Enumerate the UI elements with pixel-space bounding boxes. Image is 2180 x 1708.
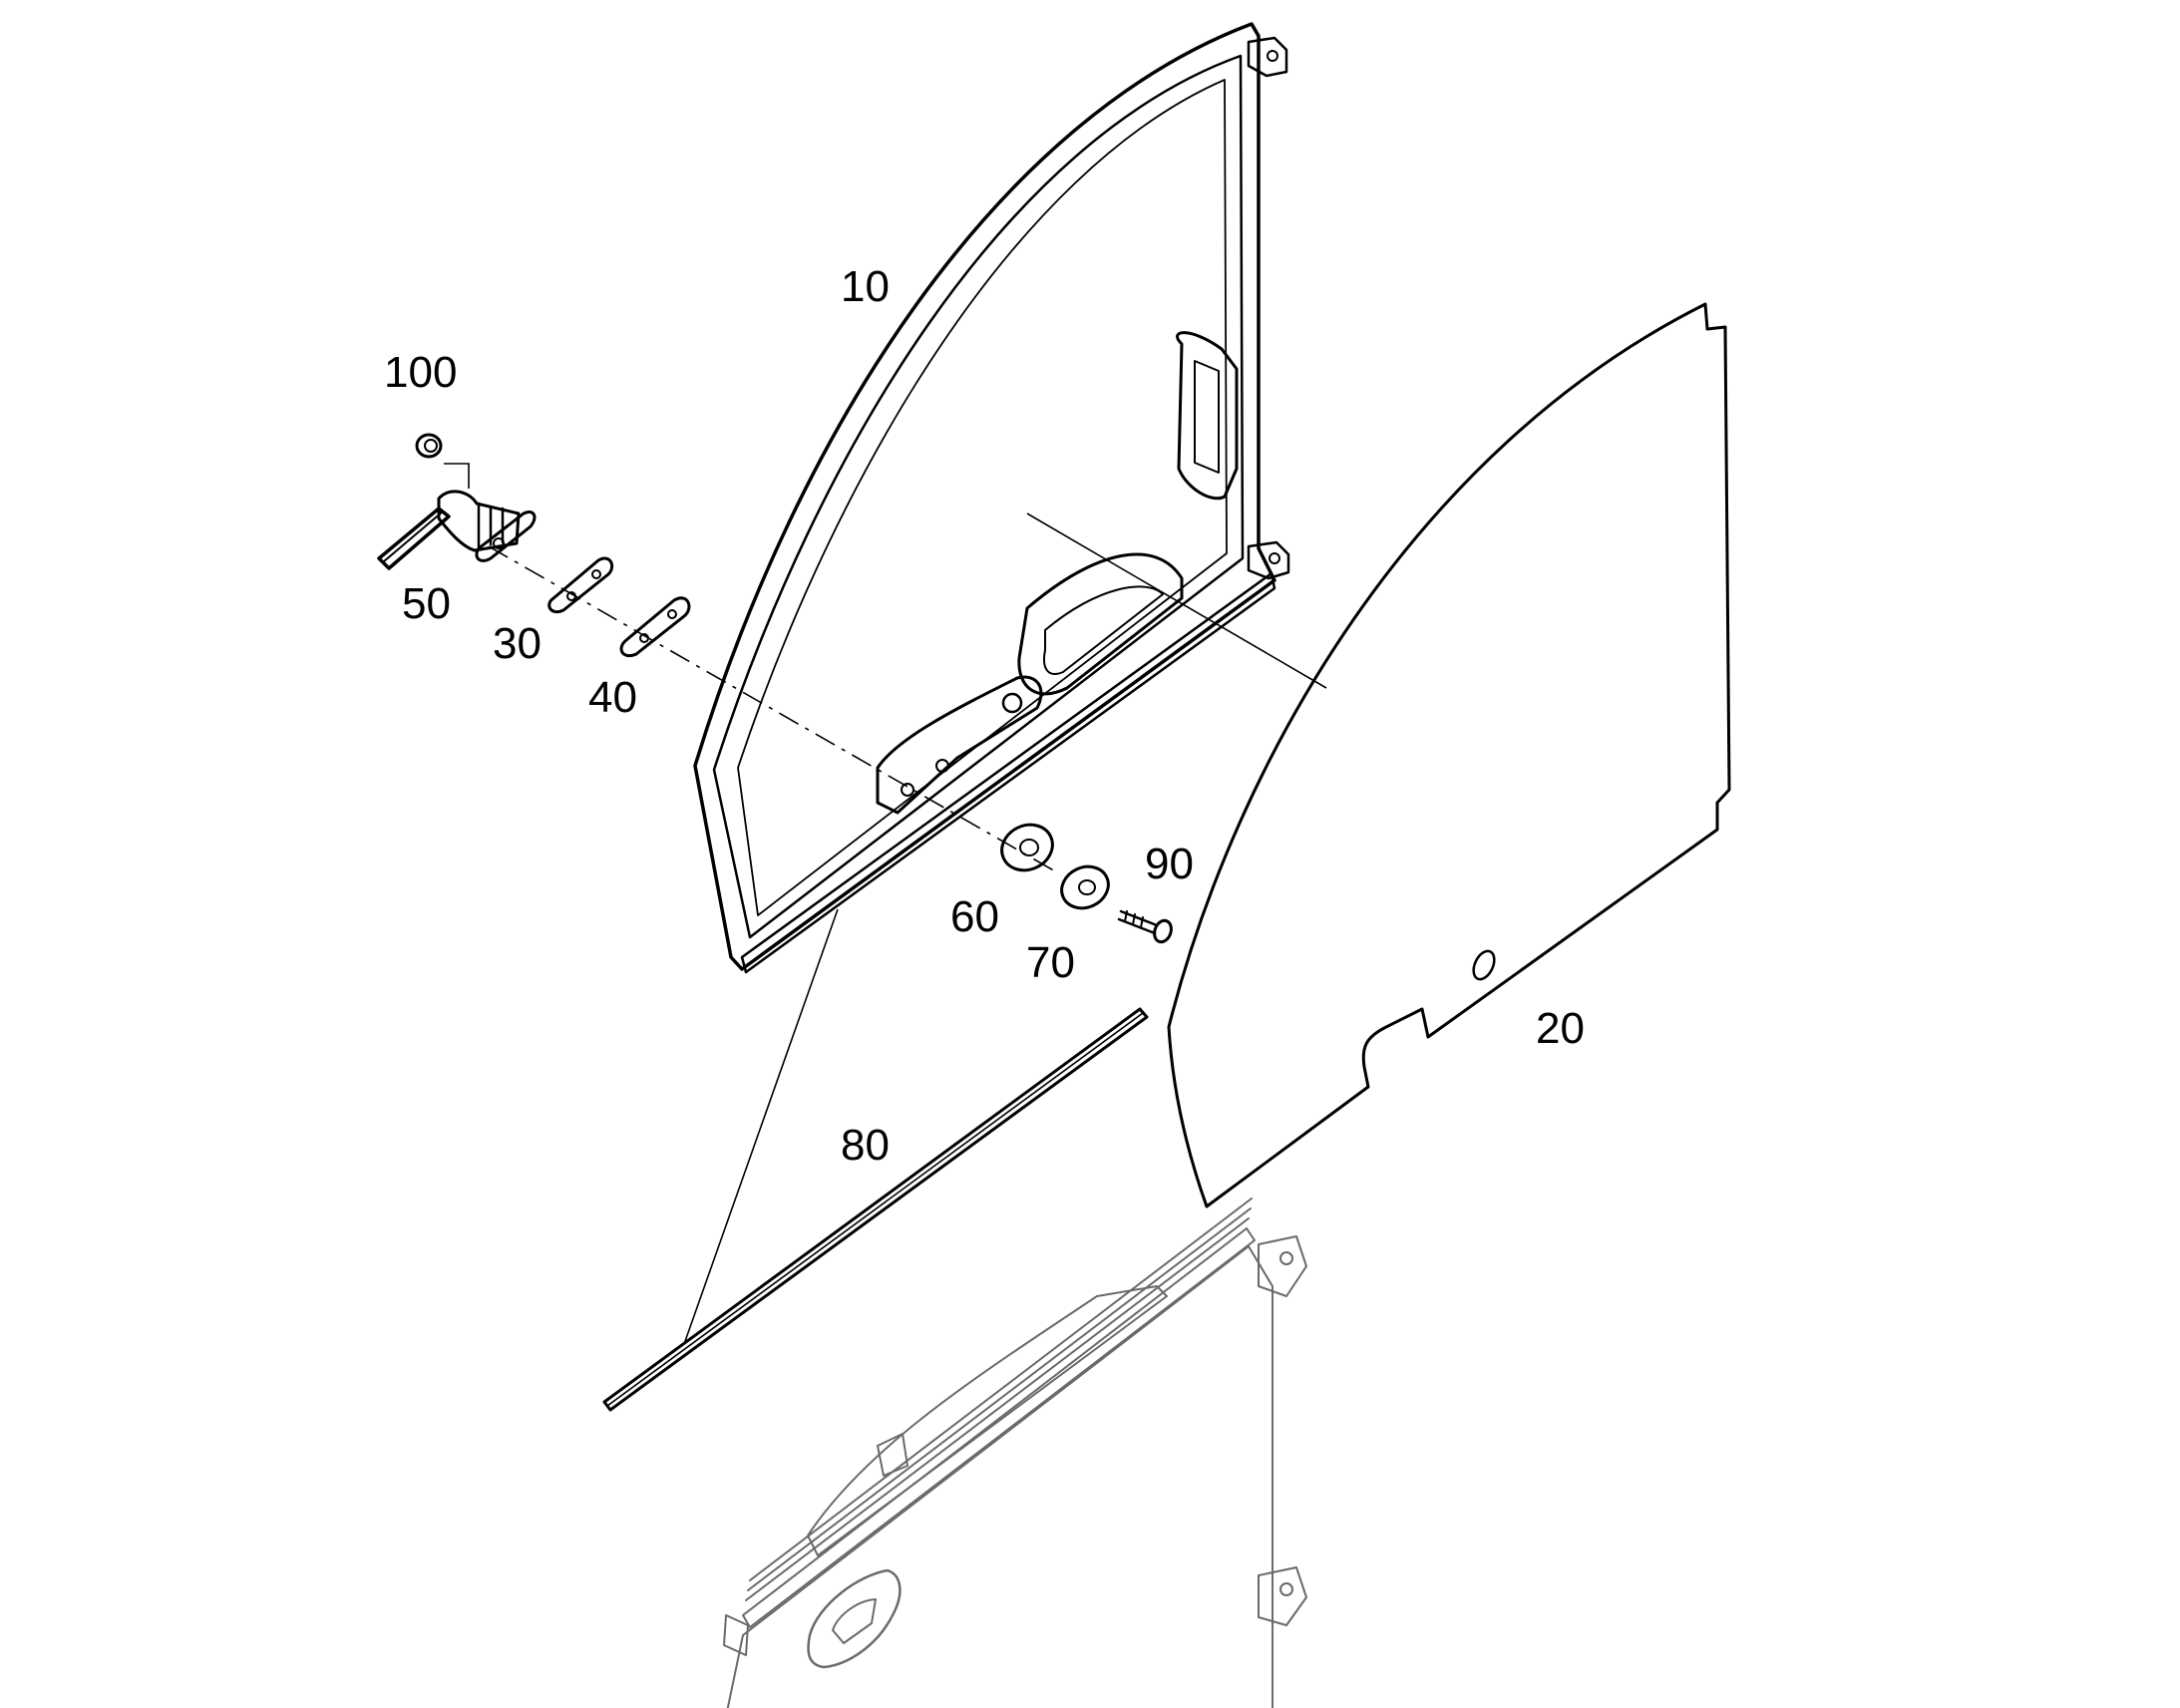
callout-90: 90: [1145, 840, 1194, 888]
context-door-ghost: [723, 1197, 1307, 1708]
latch-part: [377, 490, 537, 570]
callout-20: 20: [1536, 1004, 1585, 1053]
spacer-plate-30-part: [547, 556, 614, 613]
glass-panel-part: [1167, 302, 1731, 1208]
seal-strip-part: [602, 1007, 1149, 1412]
callout-50: 50: [402, 579, 451, 628]
callout-80: 80: [841, 1121, 890, 1170]
callout-100: 100: [384, 348, 457, 397]
callout-70: 70: [1026, 938, 1075, 987]
screw-part: [1117, 909, 1173, 944]
callout-10: 10: [841, 262, 890, 311]
spacer-plate-40-part: [619, 596, 691, 657]
callout-labels: 10 20 30 40 50 60 70 80 90 100: [384, 262, 1585, 1170]
leader-lines: [444, 463, 1327, 1345]
callout-60: 60: [950, 892, 999, 941]
window-frame-part: [693, 22, 1290, 974]
nut-part: [415, 433, 443, 459]
washer-70-part: [1060, 864, 1110, 910]
washer-60-part: [1000, 823, 1054, 872]
callout-30: 30: [493, 619, 542, 668]
callout-40: 40: [588, 673, 637, 722]
